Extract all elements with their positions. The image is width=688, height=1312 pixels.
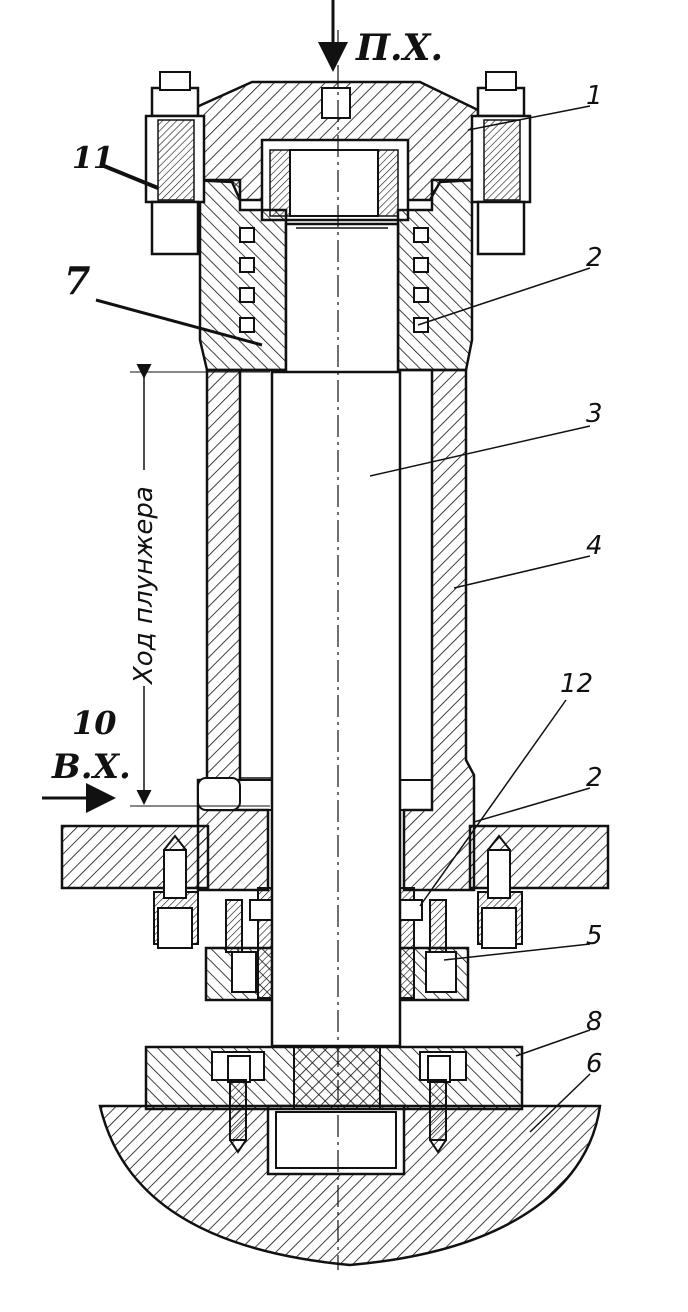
foundation	[98, 1104, 602, 1267]
leader-8	[515, 1029, 591, 1057]
leader-5	[443, 943, 591, 961]
label-2b: 2	[586, 763, 603, 793]
anchor-bolt-right	[427, 1055, 451, 1154]
label-12: 12	[560, 669, 593, 699]
label-4: 4	[586, 531, 603, 561]
label-11: 11	[72, 141, 114, 176]
packing-rings-left	[239, 227, 255, 333]
leader-7	[95, 298, 263, 347]
label-8: 8	[586, 1007, 603, 1037]
label-top-inlet: П.Х.	[355, 27, 443, 69]
plunger	[270, 222, 402, 1048]
tie-bolt-left	[144, 71, 206, 256]
base-plate	[144, 1045, 524, 1111]
leader-2a	[417, 267, 591, 326]
label-3: 3	[586, 399, 603, 429]
leader-12	[419, 699, 567, 907]
anchor-bolt-left	[227, 1055, 251, 1154]
leader-2b	[473, 787, 591, 823]
label-10: 10	[72, 704, 117, 742]
label-6: 6	[586, 1049, 603, 1079]
leader-11	[103, 164, 159, 190]
leader-1	[467, 105, 591, 131]
tie-bolt-right	[470, 71, 532, 256]
upper-gland	[198, 178, 474, 372]
leader-6	[529, 1073, 591, 1133]
label-side-inlet: В.Х.	[51, 747, 131, 787]
leader-4	[453, 555, 591, 589]
flange-bolt-right	[477, 834, 523, 949]
cylinder-head	[188, 80, 480, 222]
stroke-dimension	[130, 364, 270, 807]
label-5: 5	[586, 921, 603, 951]
label-2a: 2	[586, 243, 603, 273]
label-stroke: Ход плунжера	[129, 486, 159, 686]
label-1: 1	[586, 81, 603, 111]
packing-rings-right	[413, 227, 429, 333]
leader-3	[369, 425, 591, 477]
flange-bolt-left	[153, 834, 199, 949]
label-7: 7	[64, 258, 90, 303]
